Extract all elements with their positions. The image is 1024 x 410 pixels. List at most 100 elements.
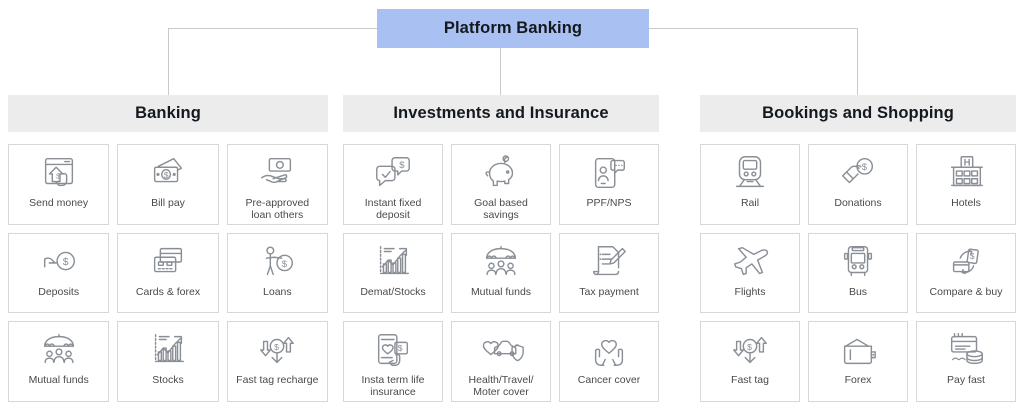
tile-label: PPF/NPS <box>586 197 632 209</box>
tile-donations[interactable]: $ Donations <box>808 144 908 225</box>
tile-tax-payment[interactable]: Tax payment <box>559 232 659 314</box>
tile-label: Rail <box>740 197 760 209</box>
tile-label: Pay fast <box>947 374 985 387</box>
root-node[interactable]: Platform Banking <box>377 9 649 48</box>
tile-label: Mutual funds <box>28 374 89 387</box>
svg-text:$: $ <box>282 258 288 269</box>
svg-text:$: $ <box>274 342 279 352</box>
tile-ppf-nps[interactable]: PPF/NPS <box>559 144 659 225</box>
svg-text:$: $ <box>862 162 868 173</box>
tile-label: Fast tag <box>731 374 769 387</box>
tile-label: Insta term life insurance <box>361 374 425 399</box>
tile-label: Instant fixed deposit <box>364 197 422 221</box>
person-coin-icon: $ <box>253 241 301 283</box>
svg-text:$: $ <box>399 160 405 171</box>
tile-deposits[interactable]: $ Deposits <box>8 232 110 314</box>
tile-goal-based-savings[interactable]: Goal based savings <box>451 144 551 225</box>
group-header-label: Bookings and Shopping <box>762 104 954 122</box>
tile-label: Stocks <box>152 374 184 387</box>
group-header-bookings-and-shopping[interactable]: Bookings and Shopping <box>700 95 1016 132</box>
umbrella-people-icon <box>35 329 83 371</box>
bus-icon <box>834 241 882 283</box>
tile-cancer-cover[interactable]: Cancer cover <box>559 321 659 402</box>
tile-send-money[interactable]: $Send money <box>8 144 110 225</box>
tile-label: Cancer cover <box>577 374 641 387</box>
tile-label: Hotels <box>951 197 981 209</box>
tile-label: Flights <box>734 285 766 298</box>
tile-label: Cards & forex <box>135 285 201 298</box>
tile-loans[interactable]: $ Loans <box>226 232 328 314</box>
group-header-investments-and-insurance[interactable]: Investments and Insurance <box>343 95 659 132</box>
tile-forex[interactable]: Forex <box>808 321 908 402</box>
hands-heart-icon <box>585 329 633 371</box>
tile-cards-forex[interactable]: Cards & forex <box>117 232 219 314</box>
tile-hotels[interactable]: H Hotels <box>916 144 1016 225</box>
tile-label: Fast tag recharge <box>236 374 319 387</box>
tile-fast-tag[interactable]: $ Fast tag <box>700 321 800 402</box>
root-node-label: Platform Banking <box>443 19 583 37</box>
group-header-label: Banking <box>135 104 201 122</box>
tile-label: Loans <box>263 285 292 298</box>
svg-text:$: $ <box>398 343 403 353</box>
heart-car-shield-icon <box>477 329 525 371</box>
bar-chart-arrow-icon <box>369 241 417 283</box>
tile-label: Forex <box>844 374 872 387</box>
tile-label: Demat/Stocks <box>360 285 426 298</box>
compare-cards-icon: $ <box>942 241 990 283</box>
tile-bill-pay[interactable]: $ Bill pay <box>117 144 219 225</box>
cash-in-hand-icon <box>253 152 301 194</box>
svg-text:$: $ <box>62 256 68 268</box>
piggy-bank-icon <box>477 152 525 194</box>
phone-heart-icon: $ <box>369 329 417 371</box>
tile-insta-term-life-insurance[interactable]: $ Insta term life insurance <box>343 321 443 402</box>
svg-text:$: $ <box>970 251 975 261</box>
group-header-label: Investments and Insurance <box>393 104 609 122</box>
document-pen-icon <box>585 241 633 283</box>
tile-label: Compare & buy <box>929 285 1003 298</box>
credit-cards-icon <box>144 241 192 283</box>
send-money-icon: $ <box>35 152 83 194</box>
hotel-building-icon: H <box>942 152 990 194</box>
tile-label: Donations <box>834 197 882 209</box>
tile-mutual-funds[interactable]: Mutual funds <box>8 321 110 402</box>
tile-label: Mutual funds <box>470 285 532 298</box>
tile-flights[interactable]: Flights <box>700 232 800 314</box>
svg-text:H: H <box>964 157 971 168</box>
tile-stocks[interactable]: Stocks <box>117 321 219 402</box>
tile-label: Pre-approved loan others <box>245 197 310 221</box>
tile-compare-buy[interactable]: $ Compare & buy <box>916 232 1016 314</box>
svg-text:$: $ <box>747 342 752 352</box>
tile-mutual-funds[interactable]: Mutual funds <box>451 232 551 314</box>
banknotes-icon: $ <box>144 152 192 194</box>
tile-rail[interactable]: Rail <box>700 144 800 225</box>
tile-label: Deposits <box>38 285 80 298</box>
tile-pay-fast[interactable]: Pay fast <box>916 321 1016 402</box>
tile-label: Tax payment <box>579 285 639 298</box>
tile-label: Bill pay <box>151 197 185 209</box>
tile-demat-stocks[interactable]: Demat/Stocks <box>343 232 443 314</box>
tile-pre-approved-loan-others[interactable]: Pre-approved loan others <box>226 144 328 225</box>
bar-chart-arrow-icon <box>144 329 192 371</box>
tile-label: Health/Travel/ Moter cover <box>468 374 534 399</box>
hand-coin-donation-icon: $ <box>834 152 882 194</box>
umbrella-people-icon <box>477 241 525 283</box>
wallet-icon <box>834 329 882 371</box>
tile-instant-fixed-deposit[interactable]: $ Instant fixed deposit <box>343 144 443 225</box>
tile-fast-tag-recharge[interactable]: $ Fast tag recharge <box>226 321 328 402</box>
card-coins-icon <box>942 329 990 371</box>
svg-text:$: $ <box>56 172 61 181</box>
airplane-icon <box>726 241 774 283</box>
tile-label: Goal based savings <box>474 197 528 221</box>
phone-profile-icon <box>585 152 633 194</box>
hand-coin-icon: $ <box>35 241 83 283</box>
fastag-recharge-icon: $ <box>253 329 301 371</box>
tile-health-travel-moter-cover[interactable]: Health/Travel/ Moter cover <box>451 321 551 402</box>
fastag-recharge-icon: $ <box>726 329 774 371</box>
tile-grid-investments-and-insurance: $ Instant fixed deposit Goal based savings… <box>343 144 659 402</box>
group-header-banking[interactable]: Banking <box>8 95 328 132</box>
tile-bus[interactable]: Bus <box>808 232 908 314</box>
train-icon <box>726 152 774 194</box>
